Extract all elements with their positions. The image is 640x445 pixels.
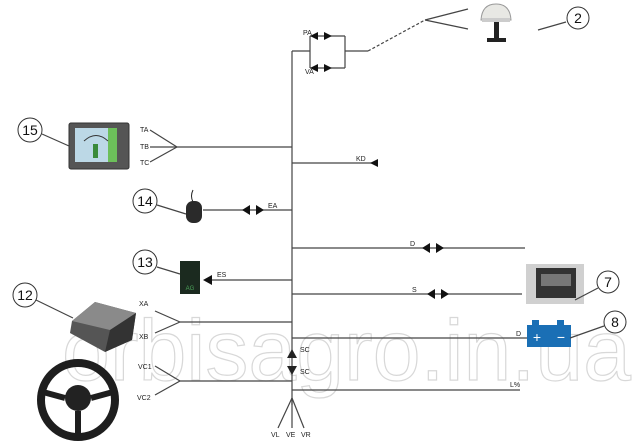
battery-plus: + [533,329,541,345]
display-monitor-icon [68,122,130,170]
connector-arrow-icon [436,243,444,253]
connector-arrow-icon [370,159,378,167]
connector-arrow-icon [310,64,318,72]
switch-label: AG [186,286,195,292]
label-s: S [412,287,417,294]
control-unit-7-icon [526,264,584,304]
connector-arrow-down-icon [287,366,297,375]
callout-13: 13 [137,254,153,270]
label-l: L% [510,382,520,389]
label-tc: TC [140,160,149,167]
sensor-icon [186,189,202,223]
callout-12: 12 [17,287,33,303]
label-d-top: D [410,241,415,248]
label-d-bottom: D [516,331,521,338]
battery-icon: + − [527,320,571,347]
callout-14: 14 [137,193,153,209]
connector-arrow-icon [441,289,449,299]
label-va: VA [305,69,314,76]
label-ea: EA [268,203,278,210]
connector-arrow-icon [324,32,332,40]
connector-arrow-icon [203,275,212,285]
connector-arrow-icon [242,205,250,215]
label-ta: TA [140,127,149,134]
connector-arrow-up-icon [287,349,297,358]
switch-icon: AG [180,261,200,294]
callout-2: 2 [574,10,582,26]
label-sc-top: SC [300,347,310,354]
label-ve: VE [286,432,296,439]
label-vl: VL [271,432,280,439]
callout-8: 8 [611,314,619,330]
gps-connector-group [292,8,469,72]
gps-antenna-icon [480,3,512,42]
label-xb: XB [139,334,149,341]
connector-arrow-icon [310,32,318,40]
label-es: ES [217,272,227,279]
connector-arrow-icon [324,64,332,72]
label-kd: KD [356,156,366,163]
connector-arrow-icon [422,243,430,253]
controller-box-icon [70,302,136,352]
label-sc-bottom: SC [300,369,310,376]
watermark: orbisagro.in.ua [62,303,631,399]
label-vr: VR [301,432,311,439]
label-vc2: VC2 [137,395,151,402]
label-vc1: VC1 [138,364,152,371]
label-pa: PA [303,30,312,37]
callout-7: 7 [604,274,612,290]
connector-arrow-icon [256,205,264,215]
callout-15: 15 [22,122,38,138]
steering-wheel-icon [37,359,119,441]
label-tb: TB [140,144,149,151]
label-xa: XA [139,301,149,308]
connector-arrow-icon [427,289,435,299]
battery-minus: − [557,329,565,345]
